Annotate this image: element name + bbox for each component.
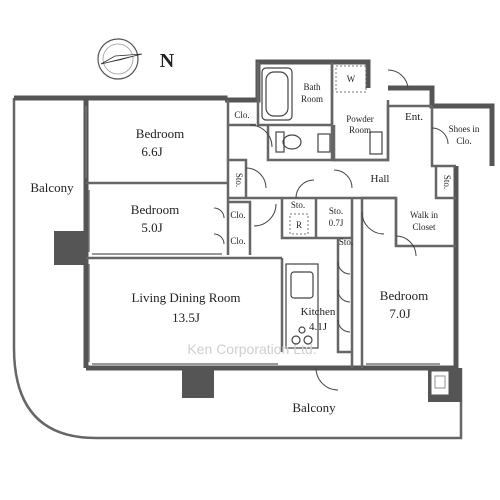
bedroom-1-label: Bedroom [136, 126, 184, 141]
storage-label-1: Sto. [234, 173, 244, 187]
sink-icon [317, 133, 331, 153]
kitchen-label: Kitchen [301, 306, 336, 318]
stove-burner-icon [298, 326, 306, 334]
bedroom-1-size: 6.6J [141, 144, 162, 159]
stove-burner-icon [291, 335, 301, 345]
storage-main-label: Sto. [329, 206, 343, 216]
fridge-label: R [296, 220, 302, 230]
closet-label-1: Clo. [234, 110, 249, 120]
storage-main-size: 0.7J [329, 218, 344, 228]
window-rails [85, 106, 440, 365]
bathtub-inner-icon [265, 71, 289, 117]
toilet-tank-icon [275, 131, 285, 153]
powder-sink-icon [369, 131, 383, 155]
storage-label-3: Sto. [339, 237, 353, 247]
compass-inner-ring-icon [102, 43, 134, 75]
closet-label-3: Clo. [230, 236, 245, 246]
stove-burner-icon [303, 335, 313, 345]
balcony-west-label: Balcony [30, 180, 74, 195]
balcony-south-label: Balcony [292, 400, 336, 415]
washer-label: W [347, 74, 356, 84]
balcony-outline [12, 98, 463, 440]
shoes-closet-label: Shoes in [449, 124, 480, 134]
toilet-bowl-icon [282, 134, 302, 150]
bedroom-2-label: Bedroom [131, 202, 179, 217]
compass-rose: N [97, 38, 175, 80]
watermark: Ken Corporation Ltd. [187, 341, 316, 357]
bath-room-label-line2: Room [301, 94, 323, 104]
storage-label-4: Sto. [442, 175, 452, 189]
storage-label-2: Sto. [291, 200, 305, 210]
compass-south-arrow-icon [100, 53, 143, 65]
bedroom-3-label: Bedroom [380, 288, 428, 303]
fridge-area [289, 213, 309, 235]
meter-box-inner [434, 375, 446, 389]
entrance-label: Ent. [405, 111, 423, 123]
shoes-closet-label-line2: Clo. [456, 136, 471, 146]
living-room-label: Living Dining Room [131, 290, 240, 305]
hall-label: Hall [371, 173, 390, 185]
bathtub-icon [261, 67, 293, 121]
closet-label-2: Clo. [230, 210, 245, 220]
interior-walls [86, 62, 456, 368]
walk-in-closet-label: Walk in [410, 210, 439, 220]
living-room-size: 13.5J [172, 310, 200, 325]
kitchen-sink-icon [290, 271, 314, 299]
pillar-west [54, 231, 86, 265]
compass-north-label: N [160, 50, 175, 72]
door-swings [213, 69, 449, 391]
kitchen-size: 4.1J [309, 321, 328, 333]
bedroom-3-size: 7.0J [389, 306, 410, 321]
kitchen-counter [285, 263, 319, 349]
bath-room-label: Bath [304, 82, 321, 92]
powder-room-label: Powder [346, 114, 374, 124]
compass-ring-icon [97, 38, 139, 80]
pillar-south [182, 368, 214, 398]
walk-in-closet-label-line2: Closet [412, 222, 436, 232]
powder-room-label-line2: Room [349, 125, 371, 135]
bedroom-2-size: 5.0J [141, 220, 162, 235]
meter-box [431, 371, 449, 395]
